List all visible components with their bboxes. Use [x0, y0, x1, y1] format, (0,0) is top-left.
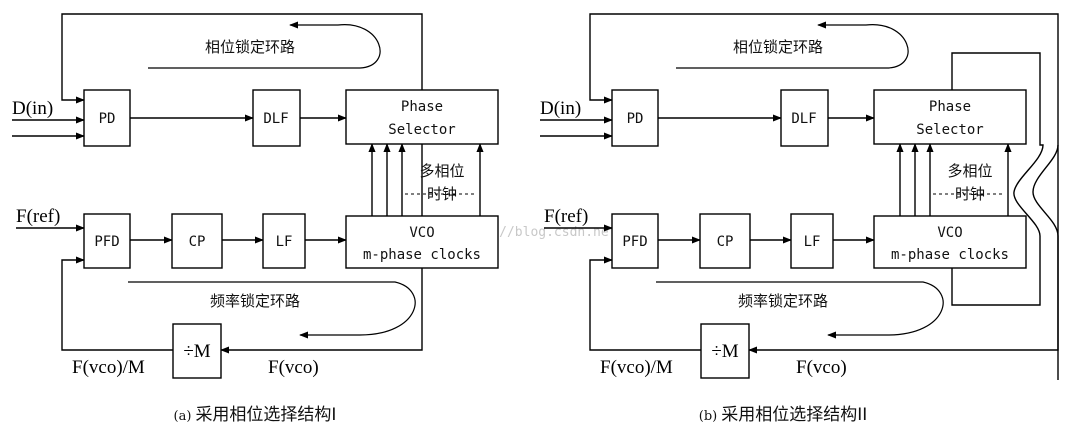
fvco-label: F(vco): [796, 357, 847, 378]
pd-label: PD: [627, 111, 644, 127]
phase-selector-block: [873, 89, 1027, 145]
cp-block: [171, 213, 223, 269]
pfd-label: PFD: [622, 234, 647, 250]
multiphase-label-2: 时钟: [955, 185, 985, 203]
divider-label: ÷M: [183, 341, 210, 362]
divider-label: ÷M: [711, 341, 738, 362]
multiphase-label-1: 多相位: [947, 162, 992, 180]
vco-label-1: VCO: [409, 225, 434, 241]
caption-a: (a)采用相位选择结构I: [174, 405, 337, 425]
phase-selector-label-2: Selector: [916, 122, 983, 138]
lf-label: LF: [804, 234, 821, 250]
freq-loop-label: 频率锁定环路: [738, 292, 828, 310]
phase-selector-label-2: Selector: [388, 122, 455, 138]
diagram-a: D(in) F(ref) PD DLF Phase Selector PFD C…: [12, 13, 499, 425]
vco-block: [345, 215, 499, 269]
phase-selector-label-1: Phase: [401, 99, 443, 115]
diagram-b: D(in) F(ref) PD DLF Phase Selector PFD C…: [540, 13, 1059, 425]
cp-label: CP: [717, 234, 734, 250]
input-label: D(in): [12, 98, 53, 119]
vco-label-1: VCO: [937, 225, 962, 241]
divider-block: [172, 323, 222, 379]
watermark: http://blog.csdn.net/: [460, 225, 624, 240]
pfd-label: PFD: [94, 234, 119, 250]
lf-label: LF: [276, 234, 293, 250]
lf-block: [790, 213, 834, 269]
multiphase-label-2: 时钟: [427, 185, 457, 203]
phase-loop-label: 相位锁定环路: [733, 38, 823, 56]
pd-block: [611, 89, 659, 147]
lf-block: [262, 213, 306, 269]
pfd-block: [611, 213, 659, 269]
phase-selector-block: [345, 89, 499, 145]
phase-selector-label-1: Phase: [929, 99, 971, 115]
pd-label: PD: [99, 111, 116, 127]
dlf-block: [780, 89, 829, 147]
cp-label: CP: [189, 234, 206, 250]
ref-label: F(ref): [544, 206, 588, 227]
fvco-label: F(vco): [268, 357, 319, 378]
input-label: D(in): [540, 98, 581, 119]
divider-block: [700, 323, 750, 379]
fvco-m-label: F(vco)/M: [72, 357, 145, 378]
phase-loop-label: 相位锁定环路: [205, 38, 295, 56]
pfd-block: [83, 213, 131, 269]
caption-b: (b)采用相位选择结构II: [699, 405, 868, 425]
vco-label-2: m-phase clocks: [891, 247, 1009, 263]
pd-block: [83, 89, 131, 147]
freq-loop-label: 频率锁定环路: [210, 292, 300, 310]
ref-label: F(ref): [16, 206, 60, 227]
fvco-m-label: F(vco)/M: [600, 357, 673, 378]
multiphase-label-1: 多相位: [419, 162, 464, 180]
dlf-block: [252, 89, 301, 147]
vco-label-2: m-phase clocks: [363, 247, 481, 263]
cp-block: [699, 213, 751, 269]
vco-block: [873, 215, 1027, 269]
dlf-label: DLF: [791, 111, 816, 127]
dlf-label: DLF: [263, 111, 288, 127]
